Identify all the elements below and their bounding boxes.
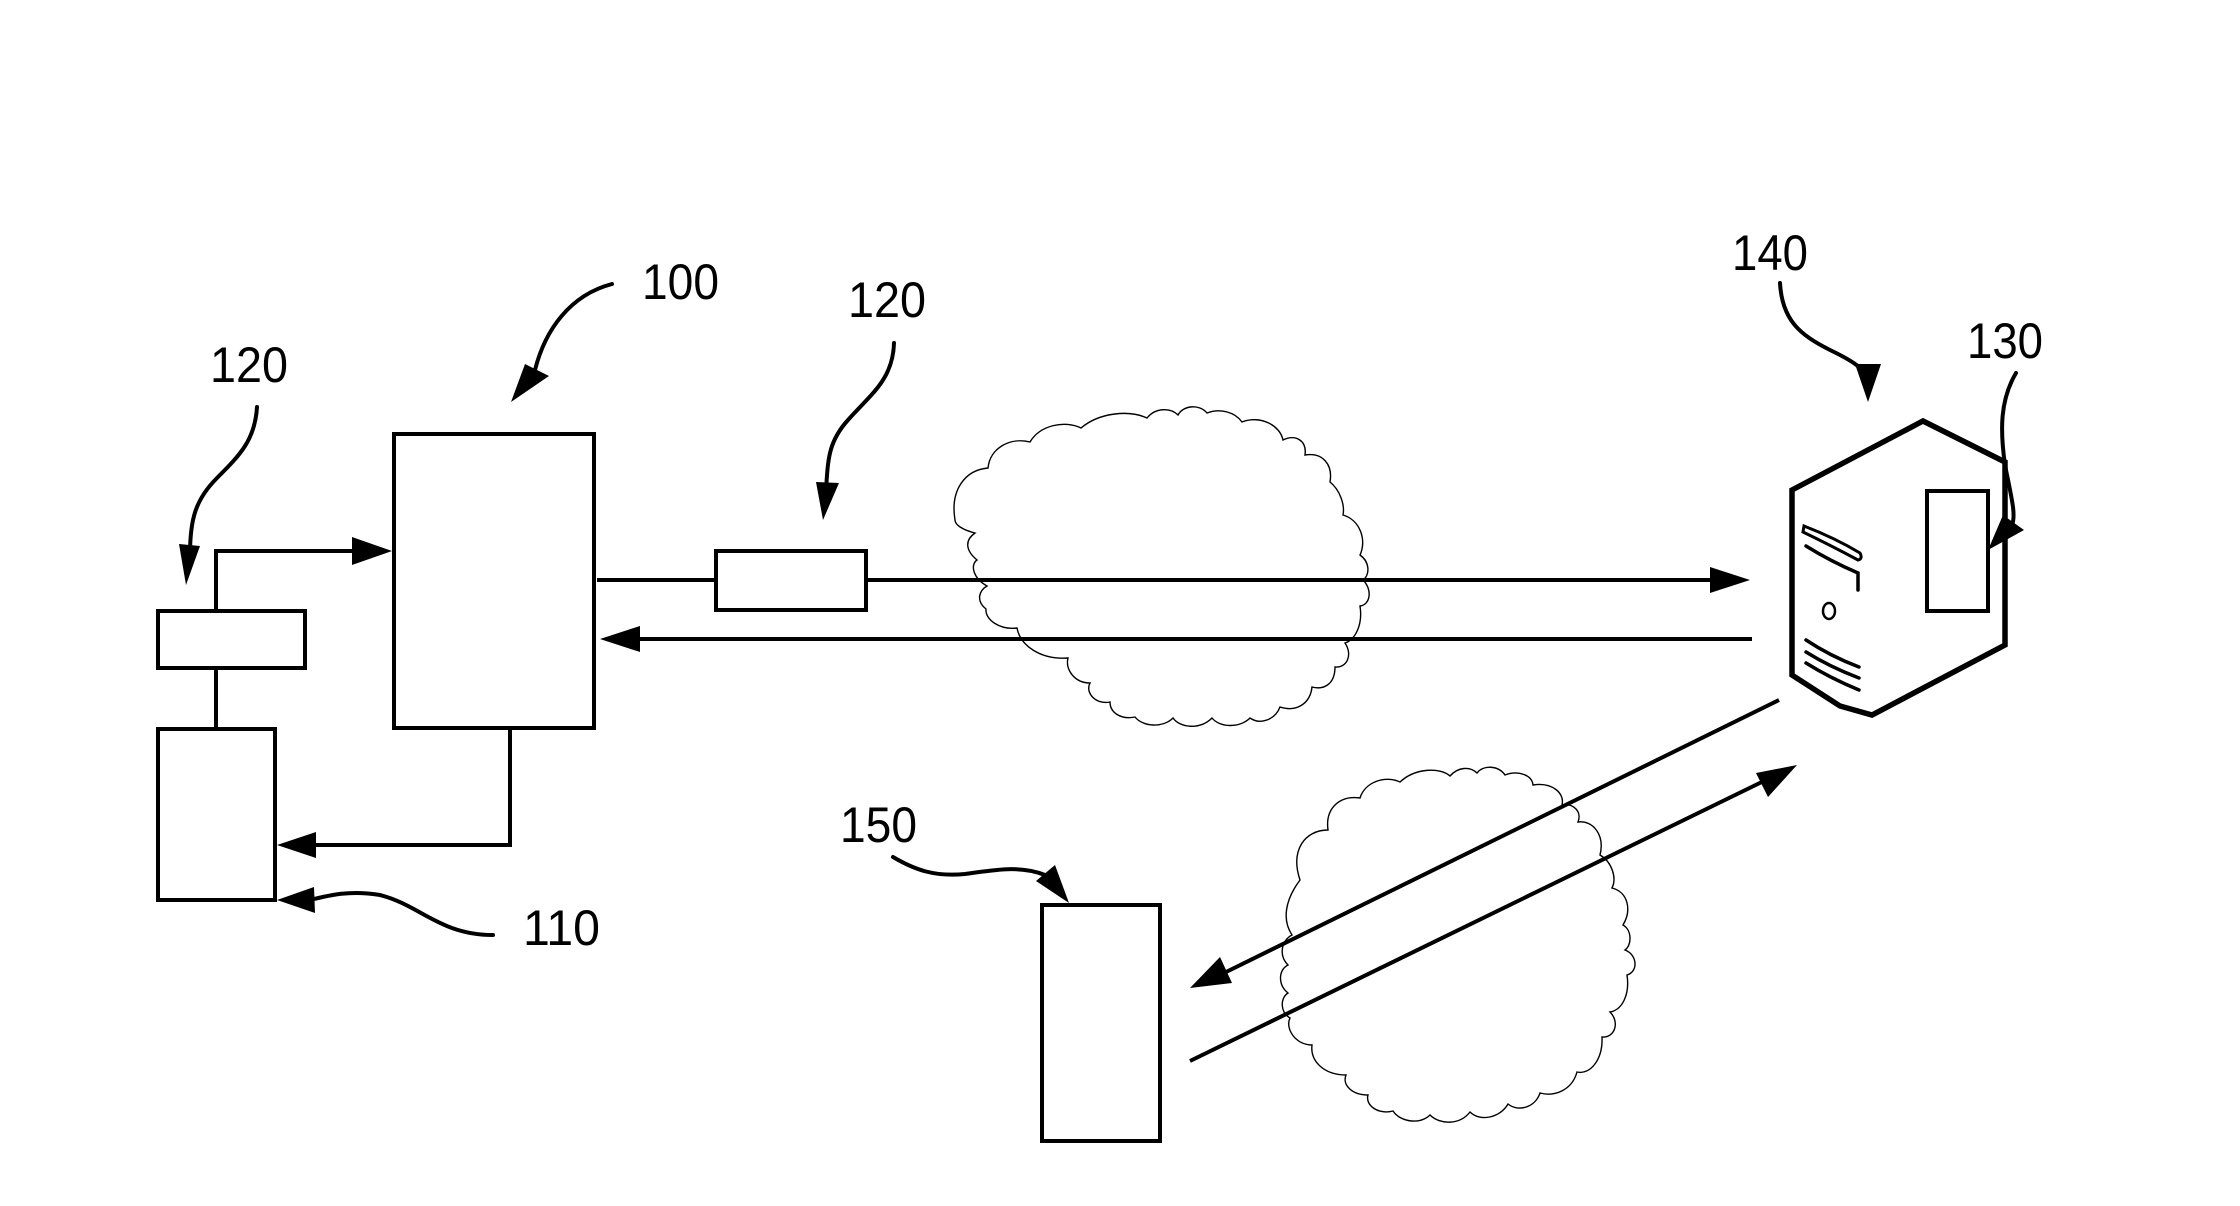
leader-110 bbox=[308, 890, 495, 937]
server-vent-line-1 bbox=[1804, 638, 1861, 669]
server-drive-slot bbox=[1801, 523, 1863, 562]
leader-150-arrowhead bbox=[1036, 865, 1069, 903]
leader-120-left-arrowhead bbox=[179, 544, 200, 585]
terminal-150-box bbox=[1040, 903, 1162, 1143]
arrowhead-into-server-from-150 bbox=[1756, 765, 1797, 797]
label-150: 150 bbox=[840, 797, 917, 853]
network-cloud-1 bbox=[953, 406, 1370, 727]
label-120-link: 120 bbox=[848, 272, 926, 328]
link-150-to-server bbox=[1189, 776, 1771, 1063]
label-130: 130 bbox=[1967, 313, 2043, 369]
leader-130-arrowhead bbox=[1988, 515, 2024, 550]
arrowhead-into-100 bbox=[352, 537, 392, 565]
leader-120-left bbox=[188, 405, 259, 557]
label-140: 140 bbox=[1732, 225, 1808, 281]
connector-120-to-100 bbox=[214, 549, 368, 611]
arrowhead-into-110 bbox=[277, 832, 316, 858]
connector-100-to-110 bbox=[300, 728, 512, 847]
leader-110-arrowhead bbox=[277, 887, 315, 913]
leader-140-arrowhead bbox=[1855, 364, 1881, 402]
leader-100 bbox=[533, 282, 614, 372]
leader-140 bbox=[1778, 281, 1869, 382]
element-120-left-box bbox=[156, 609, 307, 670]
server-vent-line-2 bbox=[1804, 650, 1861, 680]
arrowhead-into-150 bbox=[1190, 957, 1232, 988]
label-110: 110 bbox=[523, 900, 600, 956]
element-120-link-box bbox=[714, 549, 868, 612]
leader-130 bbox=[2000, 371, 2018, 527]
leader-120-link-arrowhead bbox=[816, 482, 839, 520]
label-100: 100 bbox=[642, 254, 719, 310]
server-bay-line bbox=[1804, 544, 1860, 592]
server-vent-line-3 bbox=[1804, 661, 1861, 692]
leader-100-arrowhead bbox=[511, 364, 549, 402]
link-server-to-150 bbox=[1221, 698, 1780, 976]
leader-120-link bbox=[824, 341, 896, 492]
device-100-box bbox=[392, 432, 596, 730]
arrowhead-into-100-return bbox=[600, 626, 640, 652]
network-cloud-2 bbox=[1279, 766, 1636, 1123]
arrowhead-into-server bbox=[1710, 567, 1750, 593]
device-110-box bbox=[156, 727, 277, 902]
leader-150 bbox=[891, 855, 1047, 877]
server-power-button bbox=[1821, 601, 1837, 621]
module-130-box bbox=[1925, 489, 1990, 613]
label-120-left: 120 bbox=[210, 337, 288, 393]
